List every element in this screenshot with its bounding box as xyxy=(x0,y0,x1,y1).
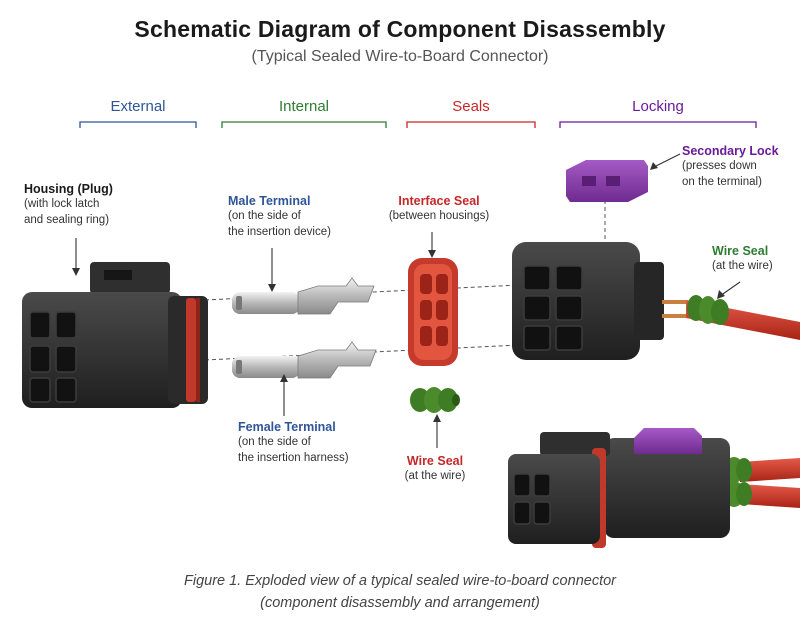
receptacle-housing xyxy=(512,242,688,360)
label-wire-seal-right-title: Wire Seal xyxy=(712,244,769,258)
female-terminal xyxy=(232,341,377,379)
label-male-terminal-line2: the insertion device) xyxy=(228,226,331,238)
secondary-lock xyxy=(566,160,648,202)
label-secondary-lock-title: Secondary Lock xyxy=(682,144,779,158)
diagram-title: Schematic Diagram of Component Disassemb… xyxy=(134,16,666,42)
wire-seal-center xyxy=(410,387,460,413)
category-external: External xyxy=(110,98,166,115)
label-wire-seal-center-line1: (at the wire) xyxy=(404,470,466,482)
category-seals: Seals xyxy=(452,98,490,115)
bracket-external xyxy=(79,121,197,128)
label-male-terminal-line1: (on the side of xyxy=(228,210,301,222)
label-housing-title: Housing (Plug) xyxy=(24,182,113,196)
label-female-terminal-title: Female Terminal xyxy=(238,420,336,434)
label-wire-seal-center: Wire Seal (at the wire) xyxy=(390,454,480,484)
label-female-terminal-line2: the insertion harness) xyxy=(238,452,349,464)
label-female-terminal: Female Terminal (on the side of the inse… xyxy=(238,420,398,466)
label-housing-line1: (with lock latch xyxy=(24,198,100,210)
caption-line1: Figure 1. Exploded view of a typical sea… xyxy=(183,573,616,589)
category-locking: Locking xyxy=(632,98,684,115)
label-housing-line2: and sealing ring) xyxy=(24,214,110,226)
male-terminal xyxy=(232,277,375,315)
label-secondary-lock: Secondary Lock (presses down on the term… xyxy=(682,144,792,190)
label-housing: Housing (Plug) (with lock latch and seal… xyxy=(24,182,164,228)
bracket-internal xyxy=(221,121,387,128)
diagram-subtitle: (Typical Sealed Wire-to-Board Connector) xyxy=(251,48,549,65)
category-brackets xyxy=(79,121,757,128)
label-male-terminal-title: Male Terminal xyxy=(228,194,311,208)
wire-right xyxy=(686,295,800,340)
label-male-terminal: Male Terminal (on the side of the insert… xyxy=(228,194,378,240)
label-interface-seal-title: Interface Seal xyxy=(398,194,480,208)
figure-caption: Figure 1. Exploded view of a typical sea… xyxy=(0,570,800,614)
label-secondary-lock-line1: (presses down xyxy=(682,160,757,172)
label-interface-seal-line1: (between housings) xyxy=(388,210,490,222)
label-interface-seal: Interface Seal (between housings) xyxy=(384,194,494,224)
label-secondary-lock-line2: on the terminal) xyxy=(682,176,762,188)
leader-arrowheads xyxy=(72,162,725,422)
label-wire-seal-right: Wire Seal (at the wire) xyxy=(712,244,796,274)
category-internal: Internal xyxy=(278,98,330,115)
interface-seal xyxy=(408,258,458,366)
bracket-locking xyxy=(559,121,757,128)
bracket-seals xyxy=(406,121,536,128)
label-wire-seal-right-line1: (at the wire) xyxy=(712,260,773,272)
assembled-connector xyxy=(508,428,800,548)
caption-line2: (component disassembly and arrangement) xyxy=(260,595,540,611)
housing-plug xyxy=(22,262,208,408)
label-wire-seal-center-title: Wire Seal xyxy=(406,454,464,468)
label-female-terminal-line1: (on the side of xyxy=(238,436,311,448)
